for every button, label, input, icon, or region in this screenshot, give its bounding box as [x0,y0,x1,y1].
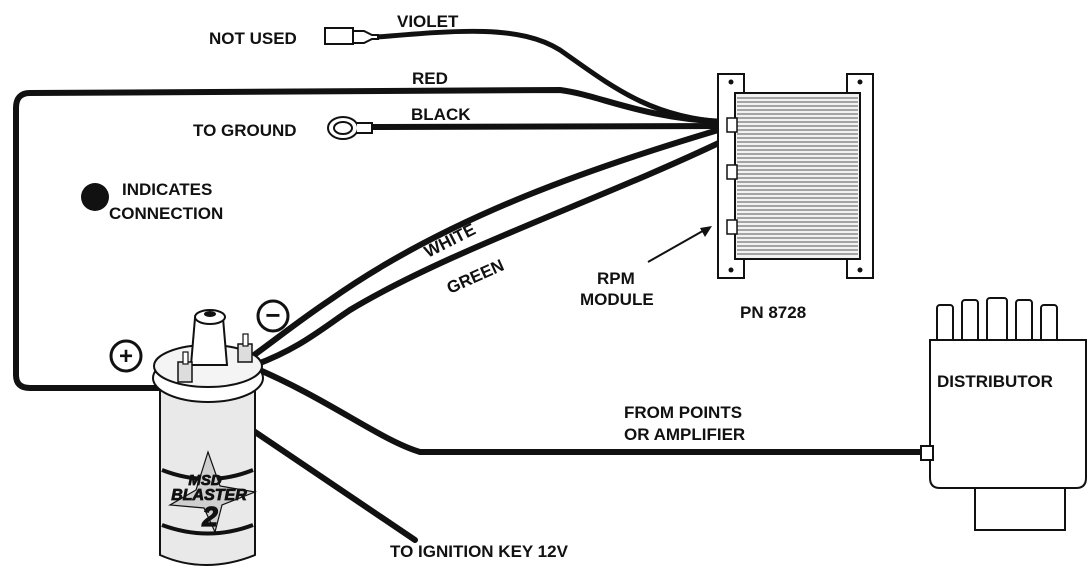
label-to-ground: TO GROUND [193,121,297,140]
label-not-used: NOT USED [209,29,297,48]
label-indicates: INDICATES [122,180,212,199]
label-white: WHITE [421,220,478,262]
distributor [920,297,1087,531]
ring-terminal-icon [327,116,373,140]
green-wire [252,137,728,368]
label-module: MODULE [580,290,654,309]
label-from-points: FROM POINTS [624,403,742,422]
coil-positive-terminal [177,351,193,383]
plus-terminal-marker: + [109,339,143,373]
rpm-module [717,73,874,279]
heatsink-fins [737,97,858,255]
ignition-coil: MSD BLASTER 2 [152,309,264,566]
label-pn: PN 8728 [740,303,806,322]
coil-brand-line2: BLASTER [171,487,247,504]
label-ignition-key: TO IGNITION KEY 12V [390,542,569,561]
coil-negative-terminal [237,333,253,363]
coil-logo-star [168,450,258,534]
violet-wire [375,28,728,125]
module-heatsink [734,92,861,260]
spade-connector-icon [324,27,379,45]
red-wire [13,87,728,391]
label-distributor: DISTRIBUTOR [937,372,1053,391]
points-wire [252,365,933,455]
label-red: RED [412,69,448,88]
minus-terminal-marker: − [256,299,290,333]
label-or-amplifier: OR AMPLIFIER [624,425,745,444]
plus-symbol: + [119,343,133,370]
label-green: GREEN [444,256,507,298]
coil-brand-line1: MSD [188,472,222,489]
white-wire [247,125,728,361]
module-pointer-arrow [647,226,712,263]
label-violet: VIOLET [397,12,459,31]
minus-symbol: − [265,300,280,330]
coil-brand-line3: 2 [201,501,218,532]
black-wire [369,123,728,130]
label-connection: CONNECTION [109,204,223,223]
label-rpm: RPM [597,269,635,288]
label-black: BLACK [411,105,471,124]
connection-dot-icon [81,183,109,211]
